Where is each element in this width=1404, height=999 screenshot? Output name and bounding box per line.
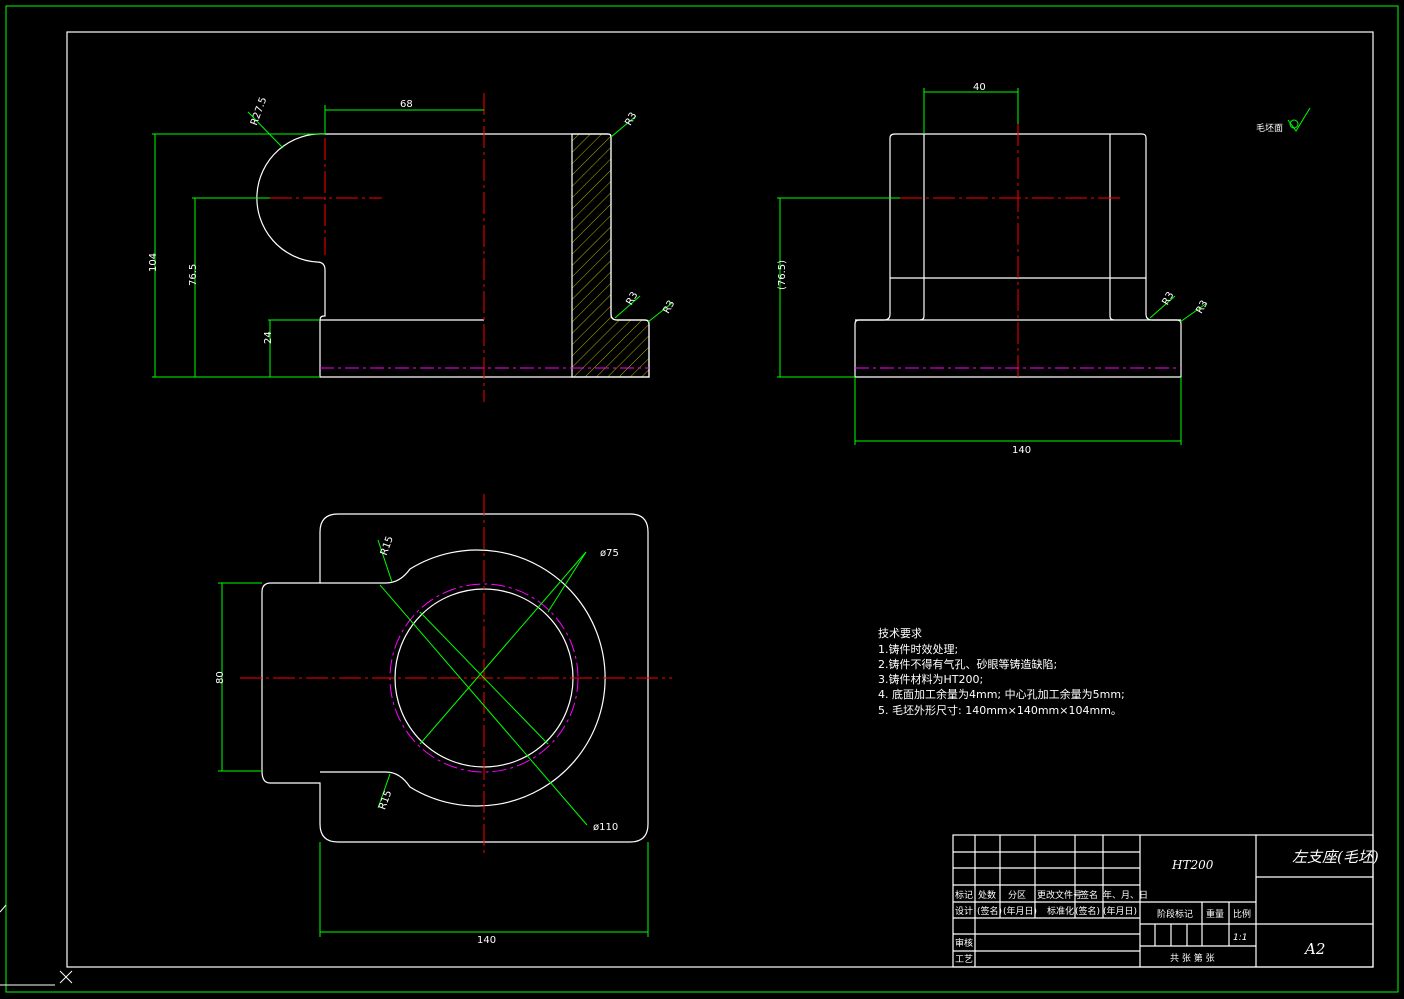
dim-r3-a: R3 <box>624 290 640 307</box>
leader-r3-b <box>647 302 673 323</box>
dim-104: 104 <box>148 253 159 272</box>
roughness-check-icon <box>1287 107 1311 132</box>
outer-border <box>5 5 1399 993</box>
inner-frame <box>66 31 1374 968</box>
tech-item: 5. 毛坯外形尺寸: 140mm×140mm×104mm。 <box>878 703 1122 717</box>
dim-24: 24 <box>263 331 274 344</box>
leader-r3-side-a <box>1149 295 1176 319</box>
tb-review: 审核 <box>955 937 973 949</box>
dim-140-side: 140 <box>1012 445 1031 456</box>
dia-line-110a <box>419 551 587 745</box>
tb-material: HT200 <box>1171 858 1214 872</box>
leader-r3-a <box>614 295 641 319</box>
dim-r27-5: R27.5 <box>249 96 269 127</box>
tb-date1: (年月日) <box>1003 905 1037 917</box>
tb-change-doc: 更改文件号 <box>1037 889 1082 901</box>
tech-item: 4. 底面加工余量为4mm; 中心孔加工余量为5mm; <box>878 687 1125 701</box>
dim-dia-110: ø110 <box>593 822 618 833</box>
tb-count: 处数 <box>978 889 996 901</box>
top-boss <box>320 549 606 807</box>
title-block: 标记 处数 分区 更改文件号 签名 年、月、日 设计 (签名) (年月日) 标准… <box>952 834 1379 968</box>
tb-process: 工艺 <box>955 954 973 965</box>
tb-left-grid <box>953 835 1140 967</box>
tb-sig1: (签名) <box>977 905 1002 917</box>
dim-140-top: 140 <box>477 935 496 946</box>
dim-r15-a: R15 <box>379 535 396 557</box>
tech-item: 1.铸件时效处理; <box>878 642 958 656</box>
top-outline <box>261 513 649 843</box>
leader-r3-side-b <box>1179 302 1208 323</box>
top-view: ø75 ø110 R15 R15 80 140 <box>215 494 672 946</box>
tb-mark: 标记 <box>955 889 973 901</box>
ucs-icon <box>0 904 73 986</box>
leader-r27 <box>247 111 284 149</box>
tb-sig2: (签名) <box>1075 905 1100 917</box>
dim-40: 40 <box>973 82 986 93</box>
tb-sheet-size: A2 <box>1303 940 1325 958</box>
leader-r15a <box>377 539 393 583</box>
dim-76-5: 76.5 <box>188 264 199 286</box>
dim-r3-side-a: R3 <box>1160 290 1176 307</box>
dim-r15-b: R15 <box>377 789 394 811</box>
dim-76-5-side: (76.5) <box>777 260 788 290</box>
tech-item: 3.铸件材料为HT200; <box>878 672 983 686</box>
tb-design: 设计 <box>955 905 973 917</box>
dia-line-110b <box>379 584 588 826</box>
tb-date2: (年月日) <box>1103 905 1137 917</box>
leader-r15b <box>377 773 391 809</box>
tb-scale: 1:1 <box>1233 933 1247 943</box>
surface-finish-symbol: 毛坯面 <box>1256 107 1311 134</box>
surface-finish-label: 毛坯面 <box>1256 122 1283 134</box>
tb-zone: 分区 <box>1008 890 1026 901</box>
dim-80: 80 <box>215 671 226 684</box>
leader-75 <box>547 551 587 613</box>
tb-signature: 签名 <box>1080 889 1098 901</box>
tb-standardize: 标准化 <box>1047 905 1074 917</box>
dia-line-75 <box>419 611 549 745</box>
tb-scale-label: 比例 <box>1233 908 1251 920</box>
tb-weight: 重量 <box>1206 908 1224 920</box>
dim-68: 68 <box>400 99 413 110</box>
dim-r3-b: R3 <box>661 299 677 316</box>
leader-r3-top <box>610 115 637 138</box>
tb-date: 年、月、日 <box>1103 889 1148 901</box>
section-hatch <box>571 133 650 378</box>
side-inner-lines <box>919 134 1115 321</box>
tb-part-name: 左支座(毛坯) <box>1292 848 1379 866</box>
title-block-frame <box>952 834 1374 968</box>
tech-item: 2.铸件不得有气孔、砂眼等铸造缺陷; <box>878 657 1057 671</box>
tech-requirements: 技术要求 1.铸件时效处理; 2.铸件不得有气孔、砂眼等铸造缺陷; 3.铸件材料… <box>878 627 1125 717</box>
tech-title: 技术要求 <box>878 627 922 640</box>
dim-r3-side-b: R3 <box>1194 299 1210 316</box>
side-view: 40 (76.5) R3 R3 140 <box>777 82 1210 456</box>
tb-stage-mark: 阶段标记 <box>1157 908 1193 920</box>
tb-sheets: 共 张 第 张 <box>1170 952 1215 964</box>
front-view: 68 R27.5 R3 R3 R3 104 76.5 24 <box>148 93 677 402</box>
roughness-circle-icon <box>1289 119 1299 129</box>
dim-dia-75: ø75 <box>600 548 619 559</box>
